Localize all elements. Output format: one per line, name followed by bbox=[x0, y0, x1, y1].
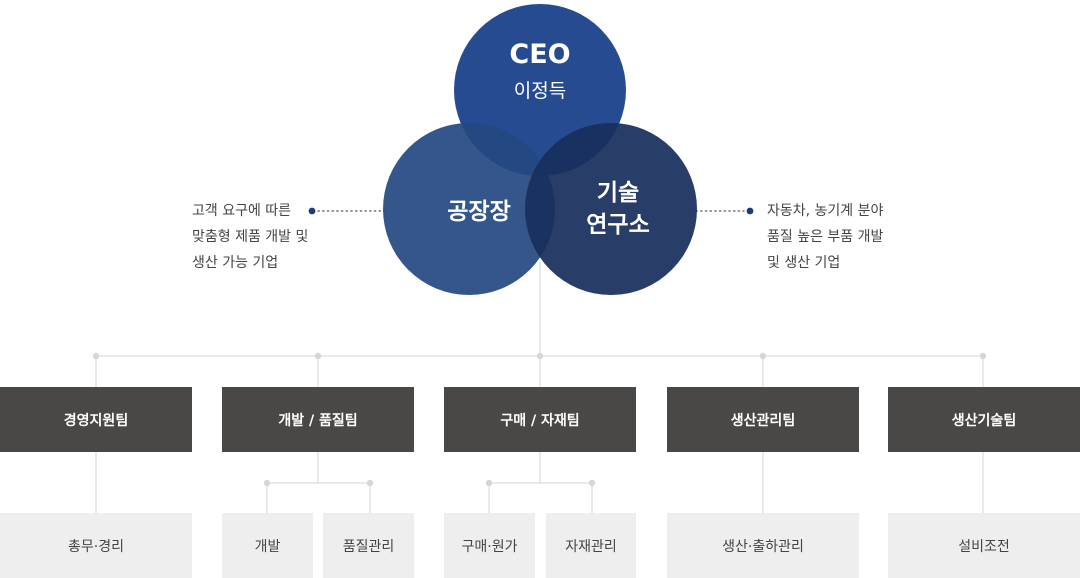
factory-description-line: 맞춤형 제품 개발 및 bbox=[192, 229, 309, 245]
research-lab-label-line1: 기술 bbox=[596, 180, 640, 206]
factory-description-line: 고객 요구에 따른 bbox=[192, 203, 292, 219]
team-management-support: 경영지원팀 bbox=[0, 387, 192, 452]
sub-production-shipping: 생산·출하관리 bbox=[667, 513, 859, 578]
sub-general-accounting: 총무·경리 bbox=[0, 513, 192, 578]
factory-description: 고객 요구에 따른 맞춤형 제품 개발 및 생산 가능 기업 bbox=[192, 198, 308, 276]
team-development-quality: 개발 / 품질팀 bbox=[222, 387, 414, 452]
research-lab-label-line2: 연구소 bbox=[586, 212, 650, 238]
factory-manager-label: 공장장 bbox=[447, 199, 511, 225]
team-production-management: 생산관리팀 bbox=[667, 387, 859, 452]
ceo-name: 이정득 bbox=[513, 80, 567, 102]
team-purchasing-materials: 구매 / 자재팀 bbox=[444, 387, 636, 452]
sub-quality-control: 품질관리 bbox=[323, 513, 414, 578]
sub-development: 개발 bbox=[222, 513, 313, 578]
ceo-title: CEO bbox=[509, 39, 571, 70]
sub-equipment: 설비조전 bbox=[888, 513, 1080, 578]
sub-purchasing-cost: 구매·원가 bbox=[444, 513, 535, 578]
research-lab-description: 자동차, 농기계 분야 품질 높은 부품 개발 및 생산 기업 bbox=[767, 198, 883, 276]
research-lab-description-line: 품질 높은 부품 개발 bbox=[767, 229, 884, 245]
factory-description-line: 생산 가능 기업 bbox=[192, 255, 279, 271]
research-lab-description-line: 자동차, 농기계 분야 bbox=[767, 203, 884, 219]
research-lab-circle: 기술 연구소 bbox=[525, 123, 697, 295]
sub-materials-management: 자재관리 bbox=[546, 513, 636, 578]
team-production-technology: 생산기술팀 bbox=[888, 387, 1080, 452]
ceo-circle: CEO 이정득 bbox=[454, 4, 626, 176]
research-lab-description-line: 및 생산 기업 bbox=[767, 255, 841, 271]
